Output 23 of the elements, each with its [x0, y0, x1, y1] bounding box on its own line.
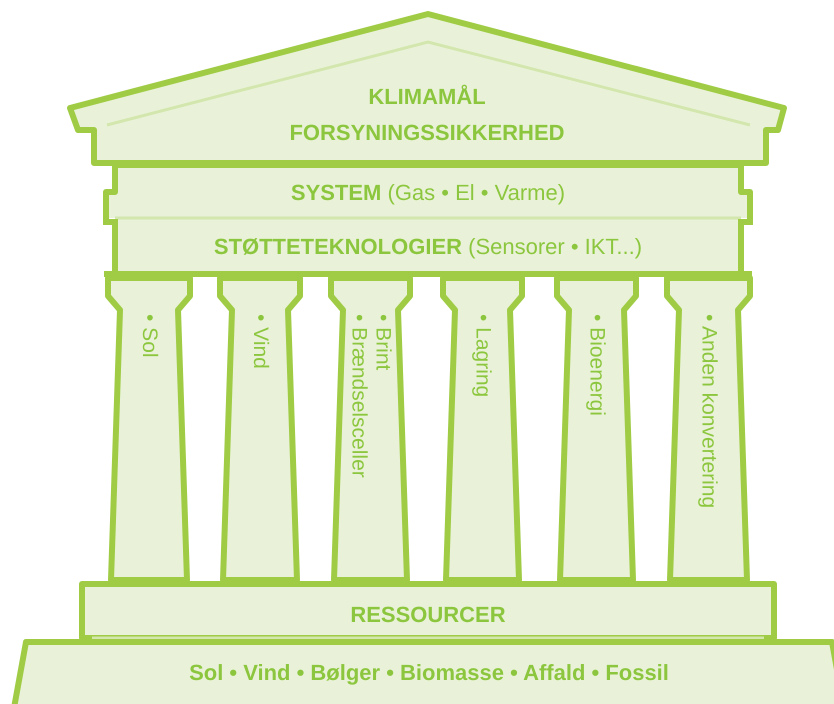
pillar	[441, 278, 524, 580]
heading-text: RESSOURCER	[349, 602, 507, 628]
heading-text: KLIMAMÅL	[367, 84, 487, 110]
base-step	[78, 580, 778, 642]
entablature-band	[100, 162, 756, 220]
pillar	[218, 278, 302, 580]
pillar-label: • Lagring	[470, 314, 494, 400]
band-text: SYSTEM (Gas • El • Varme)	[290, 180, 566, 206]
pillar	[555, 278, 638, 580]
heading-text: FORSYNINGSSIKKERHED	[288, 120, 566, 146]
entablature-band	[100, 218, 756, 278]
pillar-label: • Vind	[248, 314, 272, 371]
pillar	[329, 278, 412, 580]
pillar-label: • Anden konvertering	[696, 314, 720, 510]
pillar-label: • Sol	[137, 314, 161, 360]
base-step	[14, 638, 834, 704]
pediment	[66, 10, 788, 166]
band-text: Sol • Vind • Bølger • Biomasse • Affald • Fossil	[188, 660, 670, 686]
pillar-label: • Brint • Brændselsceller	[346, 314, 394, 480]
band-text: STØTTETEKNOLOGIER (Sensorer • IKT...)	[212, 234, 644, 260]
pillar	[106, 278, 192, 580]
pillar	[665, 278, 752, 580]
pillar-label: • Bioenergi	[584, 314, 608, 418]
